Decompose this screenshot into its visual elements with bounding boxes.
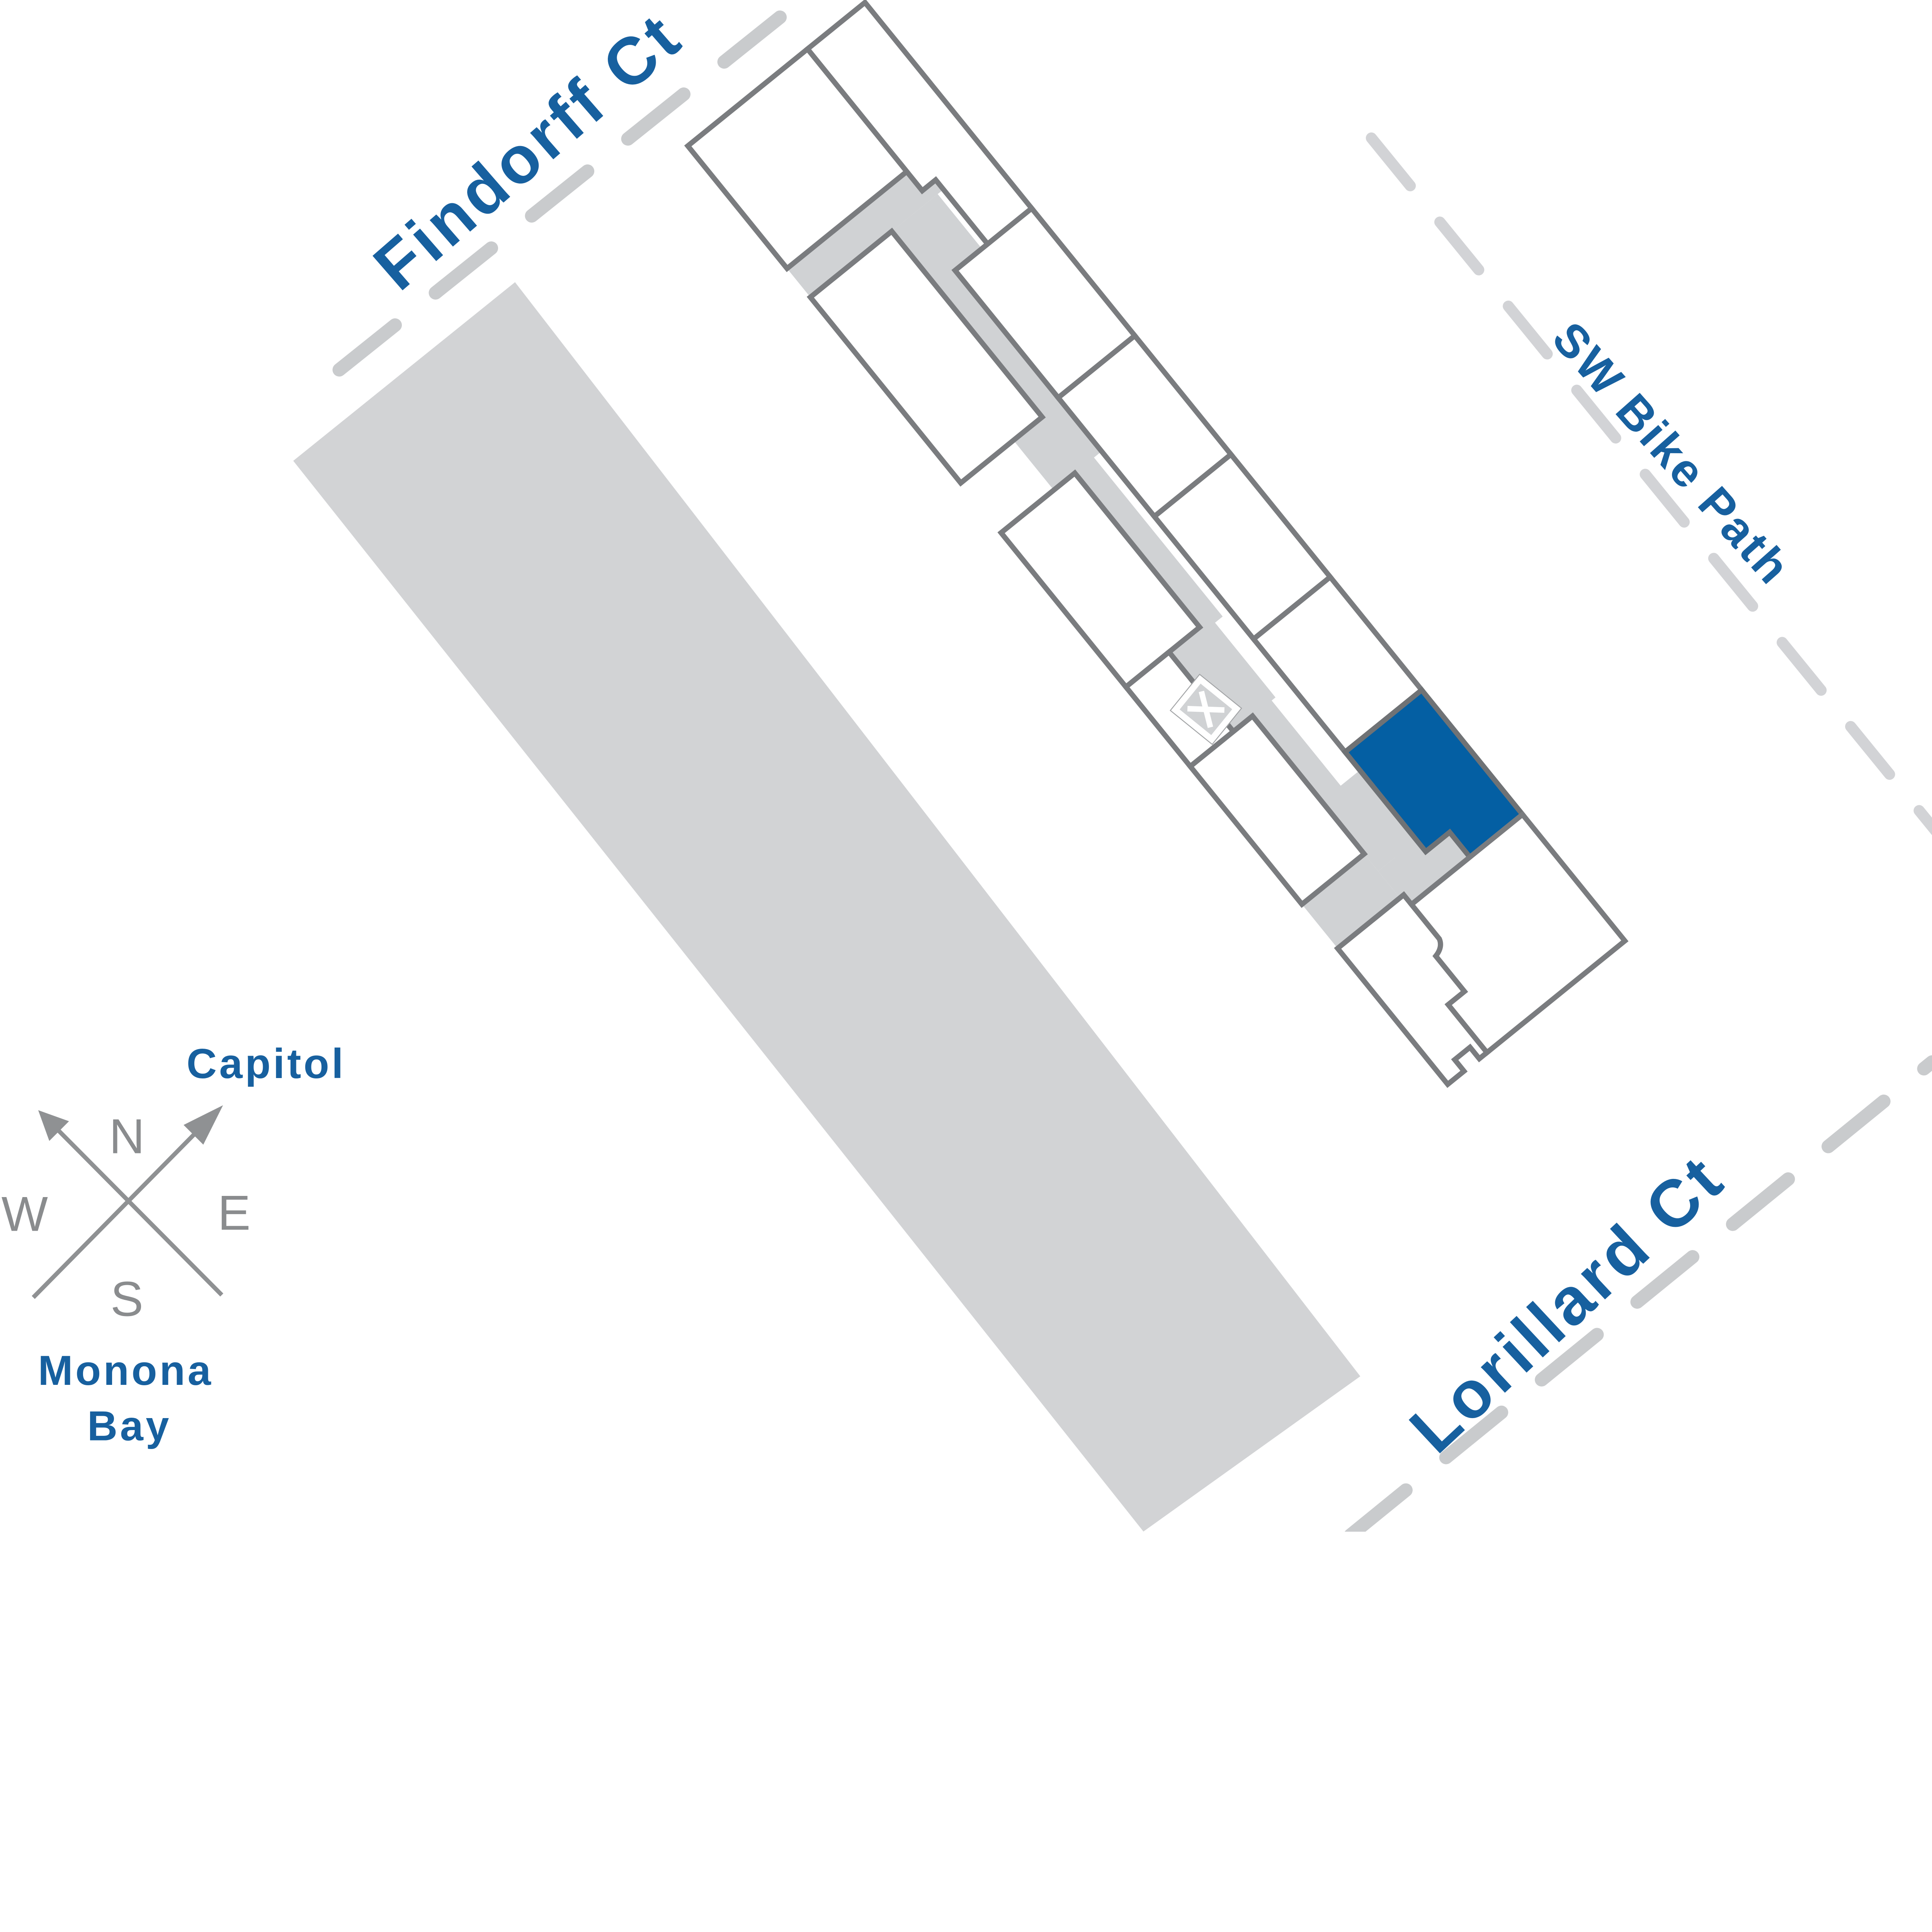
findorff-ct-dashed-line — [311, 10, 787, 394]
compass-arrow-nw-icon — [38, 1110, 69, 1141]
compass-south-label: S — [111, 1272, 143, 1327]
compass-north-label: N — [109, 1109, 145, 1164]
monona-bay-label: Monona Bay — [38, 1347, 213, 1449]
corridor-segment — [1338, 772, 1418, 861]
findorff-ct-label: Findorff Ct — [360, 0, 696, 304]
compass-line-se-nw — [48, 1119, 223, 1297]
monona-bay-line1: Monona — [38, 1347, 213, 1394]
monona-bay-line2: Bay — [87, 1403, 172, 1449]
lorillard-ct-dashed-line — [1345, 1055, 1932, 1532]
corridor-segment — [907, 194, 985, 277]
unit — [1408, 811, 1629, 1056]
unit — [806, 228, 1046, 487]
street-band — [293, 282, 1361, 1532]
x-icon — [1187, 706, 1225, 713]
sw-bike-path-dashed-line — [1366, 132, 1932, 835]
compass-east-label: E — [218, 1185, 250, 1240]
sw-bike-path-label: SW Bike Path — [1543, 312, 1801, 595]
stair-elevator-marker — [1170, 673, 1242, 745]
compass-line-sw-ne — [32, 1115, 214, 1299]
unit — [1187, 712, 1368, 908]
building — [684, 0, 1629, 1088]
corridor-segment — [1073, 456, 1223, 632]
corridor-sw-exit — [1302, 854, 1400, 949]
corridor-cross-arm — [787, 160, 944, 298]
corridor-stair-zone — [1169, 618, 1276, 732]
site-map-svg: Findorff Ct SW Bike Path Lorillard Ct N … — [2, 0, 1932, 1532]
compass-west-label: W — [2, 1187, 48, 1242]
unit — [684, 45, 911, 272]
capitol-label: Capitol — [187, 1040, 346, 1087]
compass: N W E S — [2, 1105, 250, 1327]
corridor-segment — [891, 216, 1063, 419]
lorillard-ct-label: Lorillard Ct — [1396, 1140, 1738, 1467]
corridor-segment — [1250, 697, 1398, 871]
